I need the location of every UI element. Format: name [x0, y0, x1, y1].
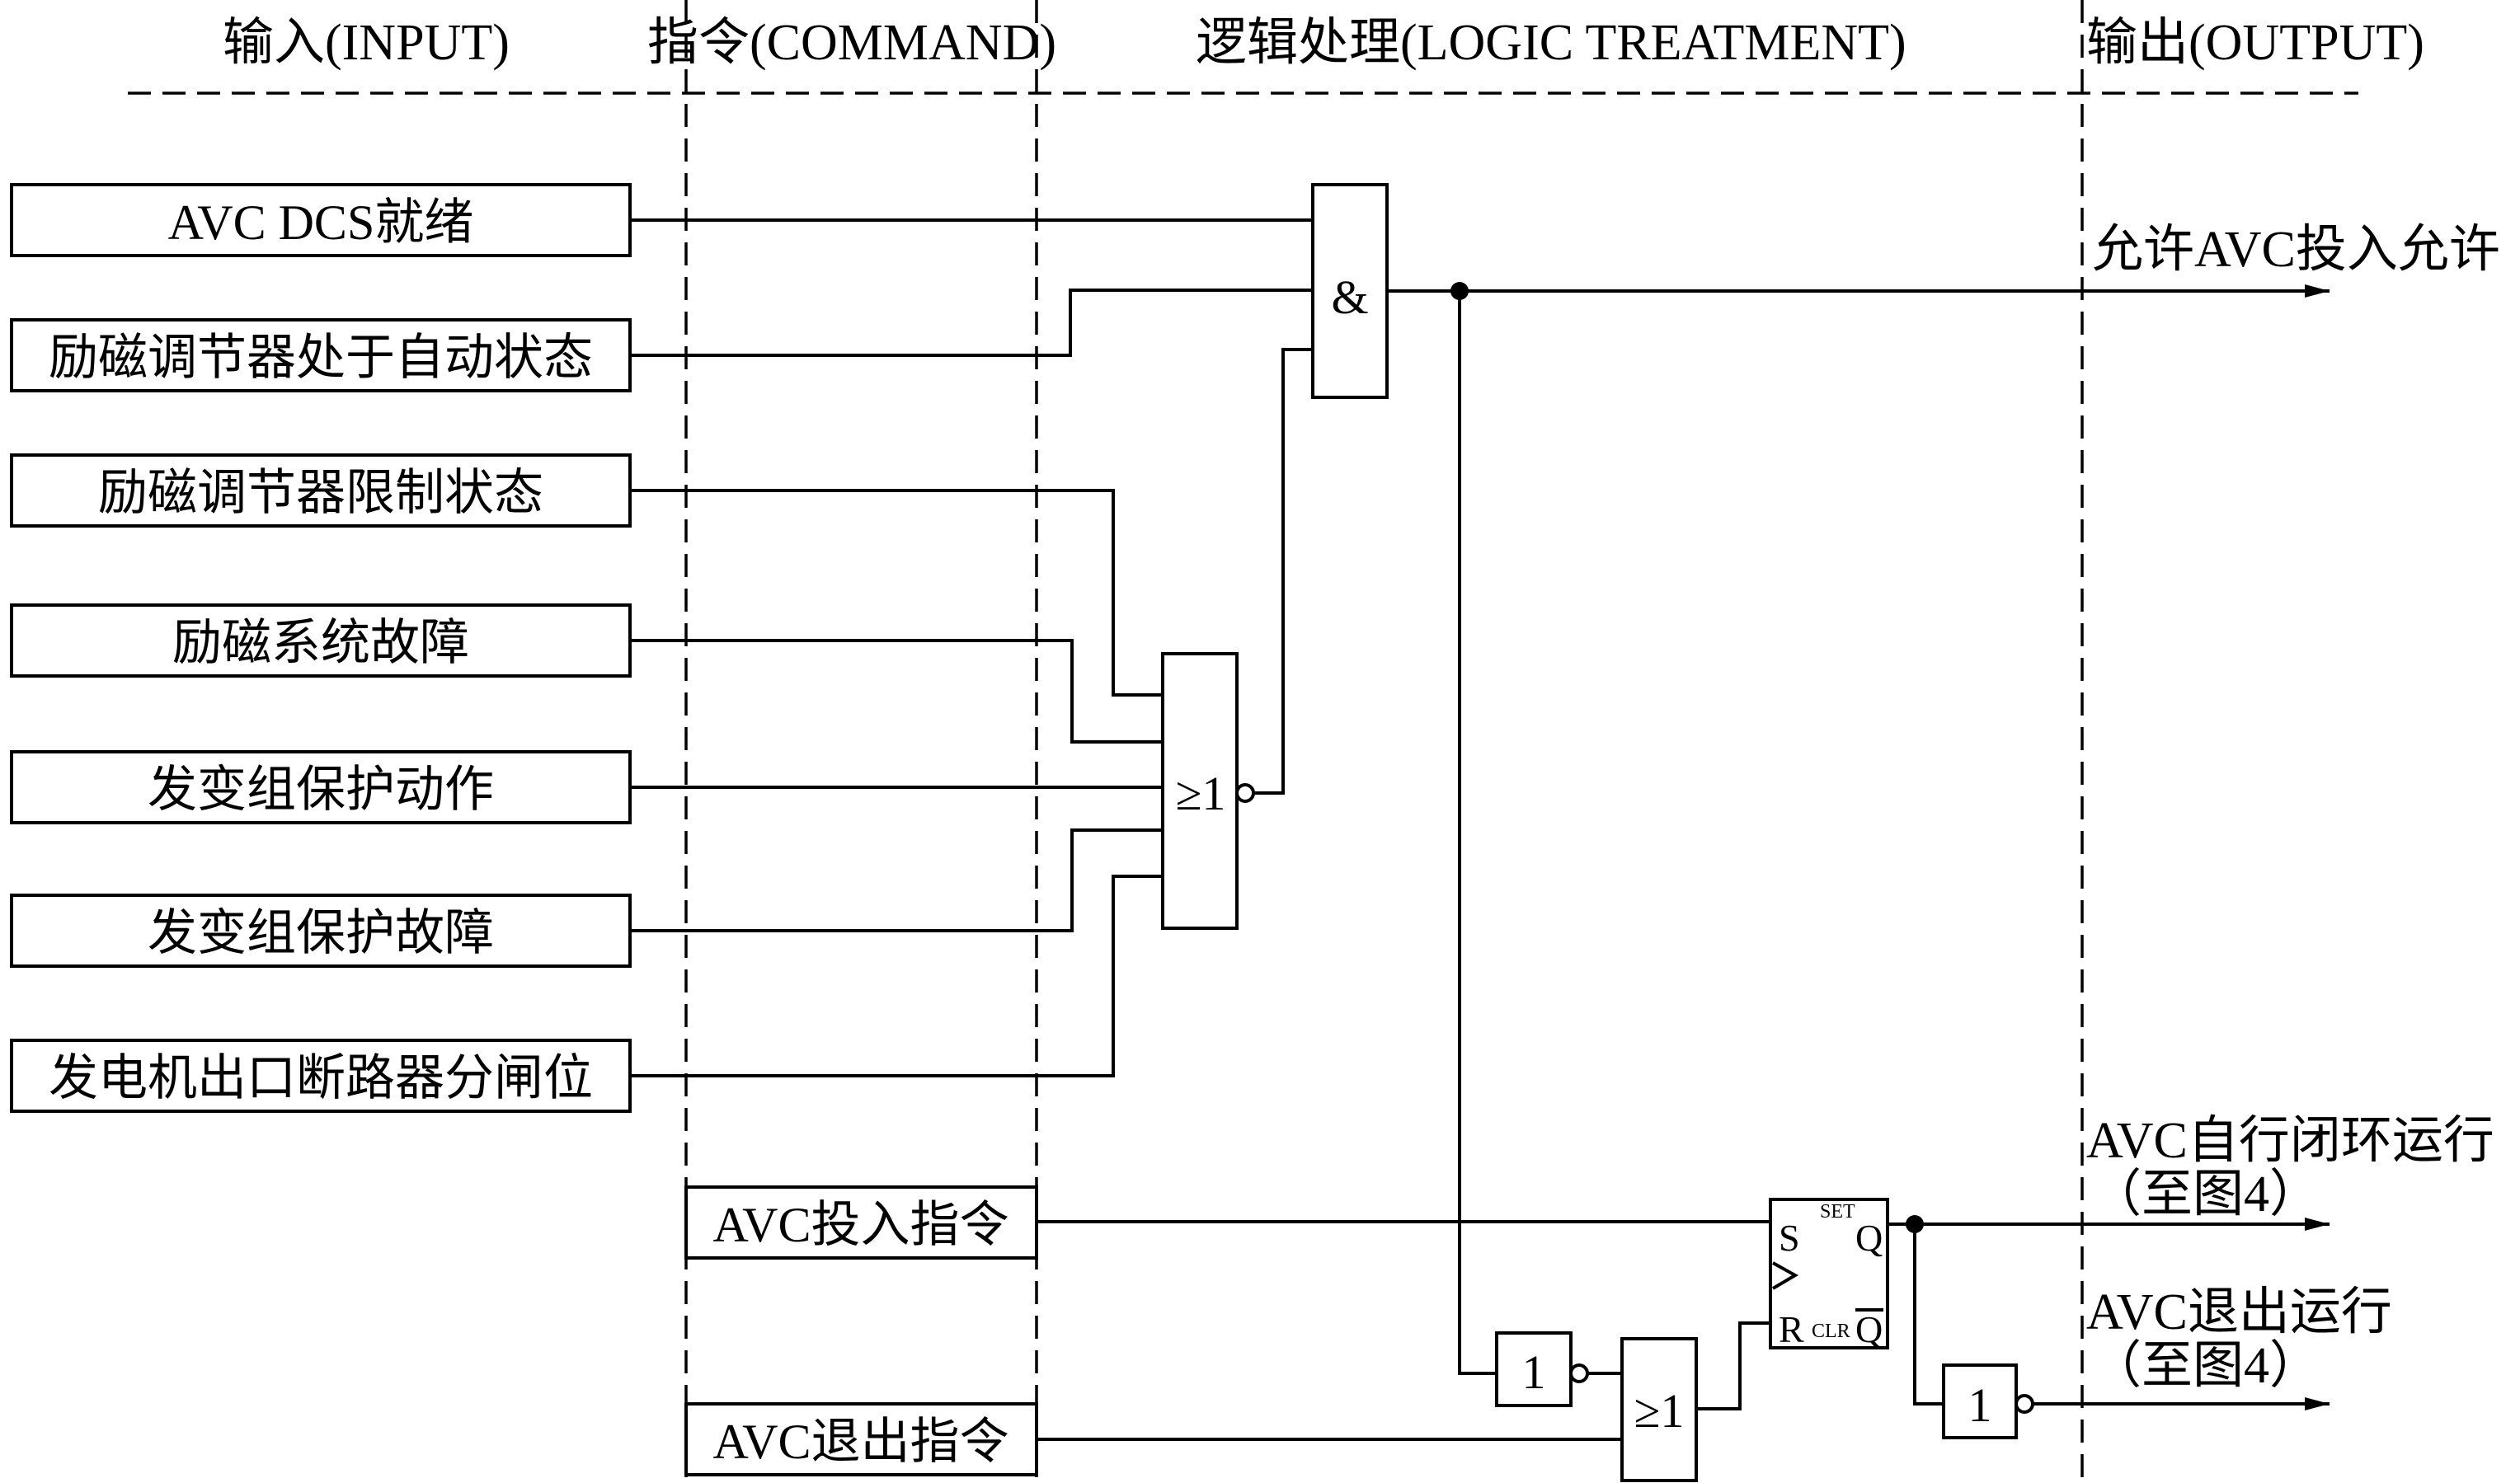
command-label: AVC投入指令 — [713, 1198, 1009, 1252]
not-gate-symbol: 1 — [1522, 1345, 1546, 1399]
not-gate-allow: 1 — [1495, 1331, 1589, 1407]
ff-q-label: Q — [1855, 1217, 1883, 1259]
input-label: 发变组保护故障 — [148, 906, 494, 960]
output-exit-ref: （至图4） — [2090, 1338, 2320, 1394]
output-closed-loop: AVC自行闭环运行 — [2086, 1113, 2494, 1169]
and-gate-symbol: & — [1331, 270, 1368, 324]
or-gate-symbol: ≥1 — [1176, 767, 1226, 820]
input-box-excitation-auto: 励磁调节器处于自动状态 — [10, 318, 632, 392]
command-box-avc-off: AVC退出指令 — [684, 1402, 1038, 1476]
or-gate-symbol: ≥1 — [1634, 1384, 1685, 1438]
ff-qbar-label: Q — [1855, 1308, 1883, 1350]
or-gate-faults: ≥1 — [1161, 652, 1255, 930]
ff-clock-symbol — [1771, 1261, 1799, 1290]
input-label: 励磁系统故障 — [172, 616, 469, 670]
command-label: AVC退出指令 — [713, 1415, 1009, 1469]
ff-clr-small-label: CLR — [1812, 1321, 1850, 1342]
ff-set-label: S — [1779, 1217, 1800, 1259]
inversion-bubble — [1569, 1363, 1589, 1383]
inversion-bubble — [1235, 783, 1255, 803]
or-gate-reset: ≥1 — [1620, 1337, 1698, 1482]
output-closed-loop-ref: （至图4） — [2090, 1166, 2320, 1223]
input-label: 励磁调节器限制状态 — [98, 466, 543, 520]
output-allow: 允许AVC投入允许 — [2092, 222, 2500, 278]
input-box-protection-fault: 发变组保护故障 — [10, 894, 632, 968]
input-label: 励磁调节器处于自动状态 — [49, 331, 593, 385]
wires: 1 — [630, 218, 2330, 1441]
input-label: 发电机出口断路器分闸位 — [49, 1051, 593, 1105]
header-output: 输出(OUTPUT) — [2086, 15, 2424, 71]
inversion-bubble — [2015, 1394, 2034, 1414]
and-gate: & — [1311, 183, 1389, 399]
input-label: 发变组保护动作 — [148, 763, 494, 817]
header-input: 输入(INPUT) — [223, 15, 510, 71]
sr-flip-flop: S R Q Q SET CLR — [1769, 1198, 1889, 1350]
header-logic: 逻辑处理(LOGIC TREATMENT) — [1196, 15, 1906, 71]
input-box-protection-action: 发变组保护动作 — [10, 750, 632, 824]
command-box-avc-on: AVC投入指令 — [684, 1185, 1038, 1260]
input-box-breaker-open: 发电机出口断路器分闸位 — [10, 1039, 632, 1113]
input-box-avc-dcs-ready: AVC DCS就绪 — [10, 183, 632, 257]
input-box-excitation-limit: 励磁调节器限制状态 — [10, 453, 632, 528]
ff-set-small-label: SET — [1820, 1201, 1855, 1223]
not-gate-symbol: 1 — [1968, 1378, 1992, 1432]
not-gate-exit: 1 — [1942, 1363, 2034, 1439]
input-label: AVC DCS就绪 — [168, 195, 474, 250]
ff-reset-label: R — [1779, 1308, 1804, 1350]
input-box-excitation-fault: 励磁系统故障 — [10, 603, 632, 678]
header-command: 指令(COMMAND) — [647, 15, 1056, 71]
output-exit: AVC退出运行 — [2086, 1284, 2392, 1340]
